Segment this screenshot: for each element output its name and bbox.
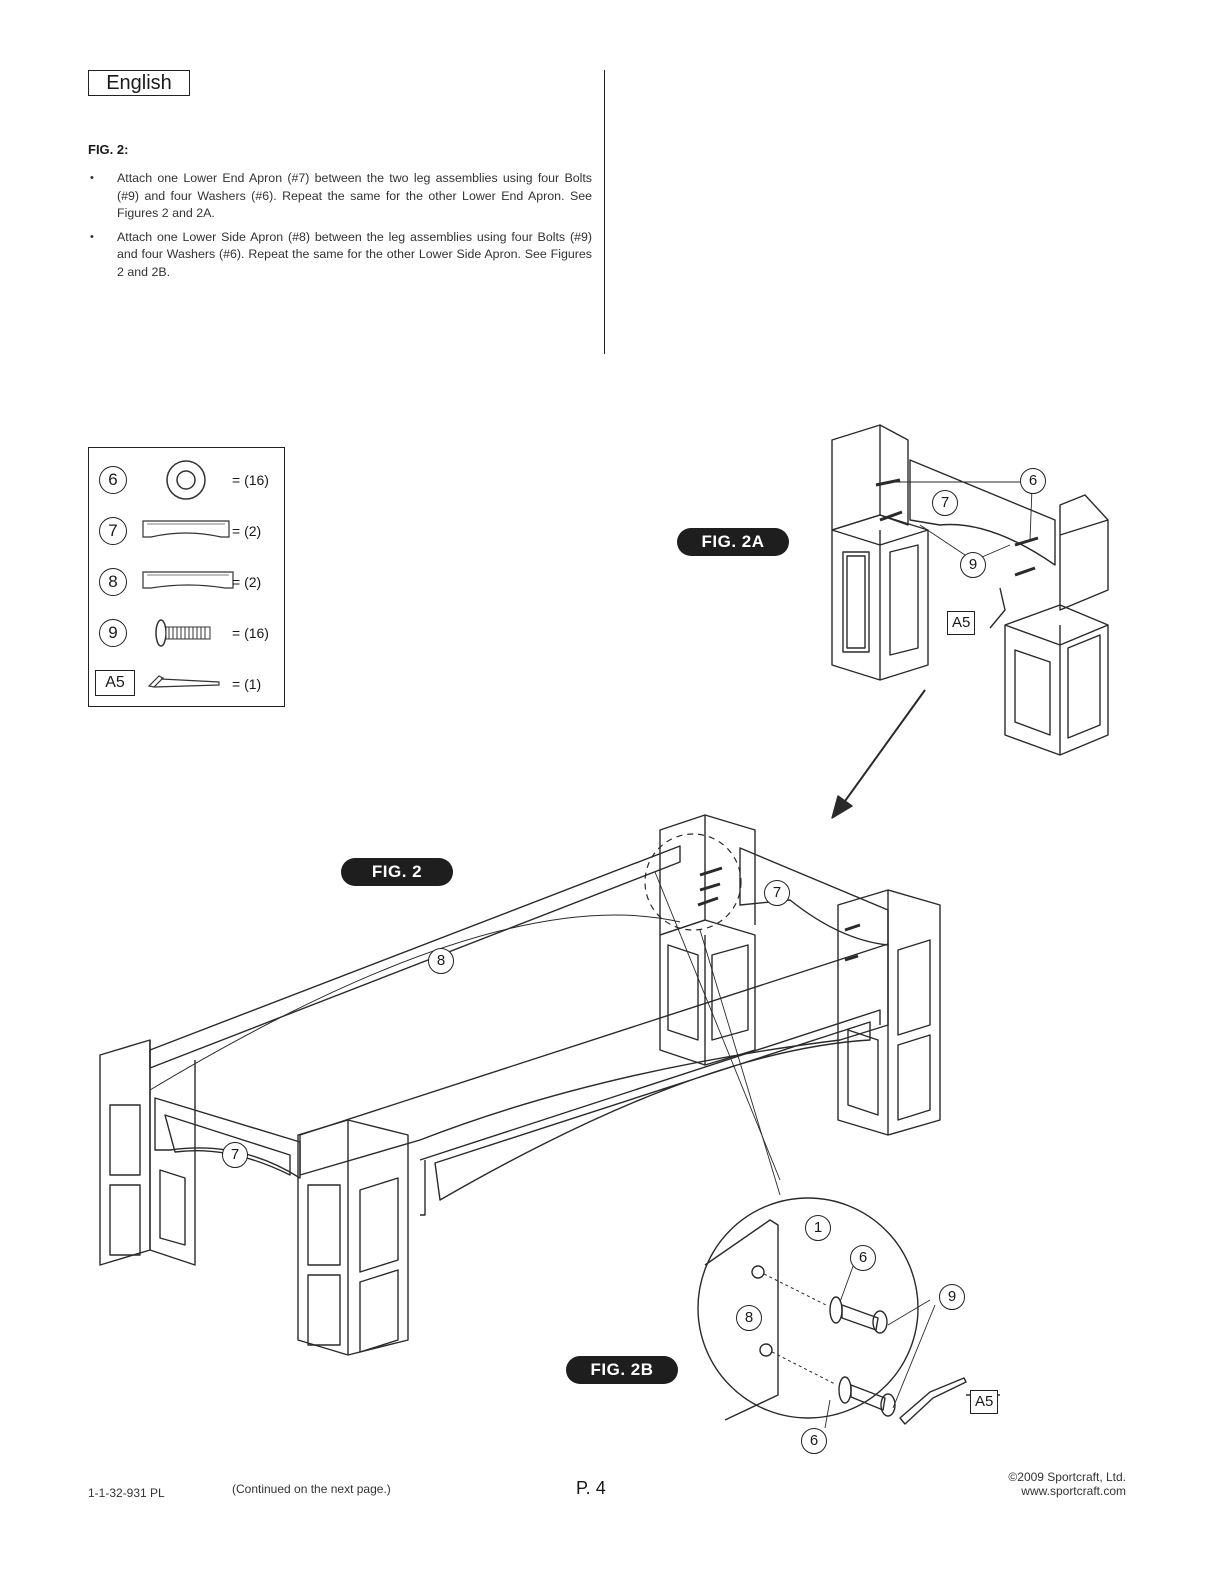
callout-washer: 6 xyxy=(850,1245,876,1271)
part-row-end-apron: 7 = (2) xyxy=(89,511,284,551)
part-row-bolt: 9 = (16) xyxy=(89,613,284,653)
website: www.sportcraft.com xyxy=(1021,1484,1126,1498)
callout-end-apron: 7 xyxy=(222,1142,248,1168)
language-label: English xyxy=(88,70,190,96)
figure-label-2b: FIG. 2B xyxy=(566,1356,678,1384)
document-code: 1-1-32-931 PL xyxy=(88,1486,165,1500)
part-row-side-apron: 8 = (2) xyxy=(89,562,284,602)
callout-bolt: 9 xyxy=(939,1284,965,1310)
column-divider xyxy=(604,70,605,354)
figure-label-2: FIG. 2 xyxy=(341,858,453,886)
callout-allen-wrench: A5 xyxy=(947,611,976,635)
part-number: 9 xyxy=(99,619,127,647)
part-quantity: = (2) xyxy=(232,523,262,539)
part-number: 6 xyxy=(99,466,127,494)
fig-2-drawing xyxy=(99,814,941,1356)
copyright: ©2009 Sportcraft, Ltd. xyxy=(1008,1470,1126,1484)
section-heading: FIG. 2: xyxy=(88,142,129,157)
parts-list: 6 = (16) 7 = (2) 8 = (2) 9 = (16) A5 xyxy=(88,447,285,707)
callout-allen-wrench: A5 xyxy=(970,1390,999,1414)
fig-2b-drawing xyxy=(697,1197,1000,1429)
part-row-allen-wrench: A5 = (1) xyxy=(89,664,284,704)
page-number: P. 4 xyxy=(576,1478,606,1498)
fig-2a-drawing xyxy=(831,424,1109,756)
continued-note: (Continued on the next page.) xyxy=(232,1482,391,1496)
side-apron-icon xyxy=(142,571,234,589)
callout-bolt: 9 xyxy=(960,552,986,578)
washer-icon xyxy=(166,460,206,500)
part-row-washer: 6 = (16) xyxy=(89,460,284,500)
part-quantity: = (16) xyxy=(232,625,269,641)
instruction-item: Attach one Lower End Apron (#7) between … xyxy=(88,170,592,223)
callout-washer: 6 xyxy=(801,1428,827,1454)
end-apron-icon xyxy=(142,520,230,538)
part-number: A5 xyxy=(95,670,135,696)
instruction-item: Attach one Lower Side Apron (#8) between… xyxy=(88,229,592,282)
callout-side-apron: 8 xyxy=(428,948,454,974)
bolt-icon xyxy=(155,619,211,647)
figure-label-2a: FIG. 2A xyxy=(677,528,789,556)
part-number: 7 xyxy=(99,517,127,545)
part-quantity: = (2) xyxy=(232,574,262,590)
part-number: 8 xyxy=(99,568,127,596)
allen-wrench-icon xyxy=(147,675,220,688)
part-quantity: = (16) xyxy=(232,472,269,488)
callout-washer: 6 xyxy=(1020,468,1046,494)
callout-leg: 1 xyxy=(805,1215,831,1241)
instruction-list: Attach one Lower End Apron (#7) between … xyxy=(88,170,592,287)
callout-end-apron: 7 xyxy=(764,880,790,906)
part-quantity: = (1) xyxy=(232,676,262,692)
callout-side-apron: 8 xyxy=(736,1305,762,1331)
callout-end-apron: 7 xyxy=(932,490,958,516)
